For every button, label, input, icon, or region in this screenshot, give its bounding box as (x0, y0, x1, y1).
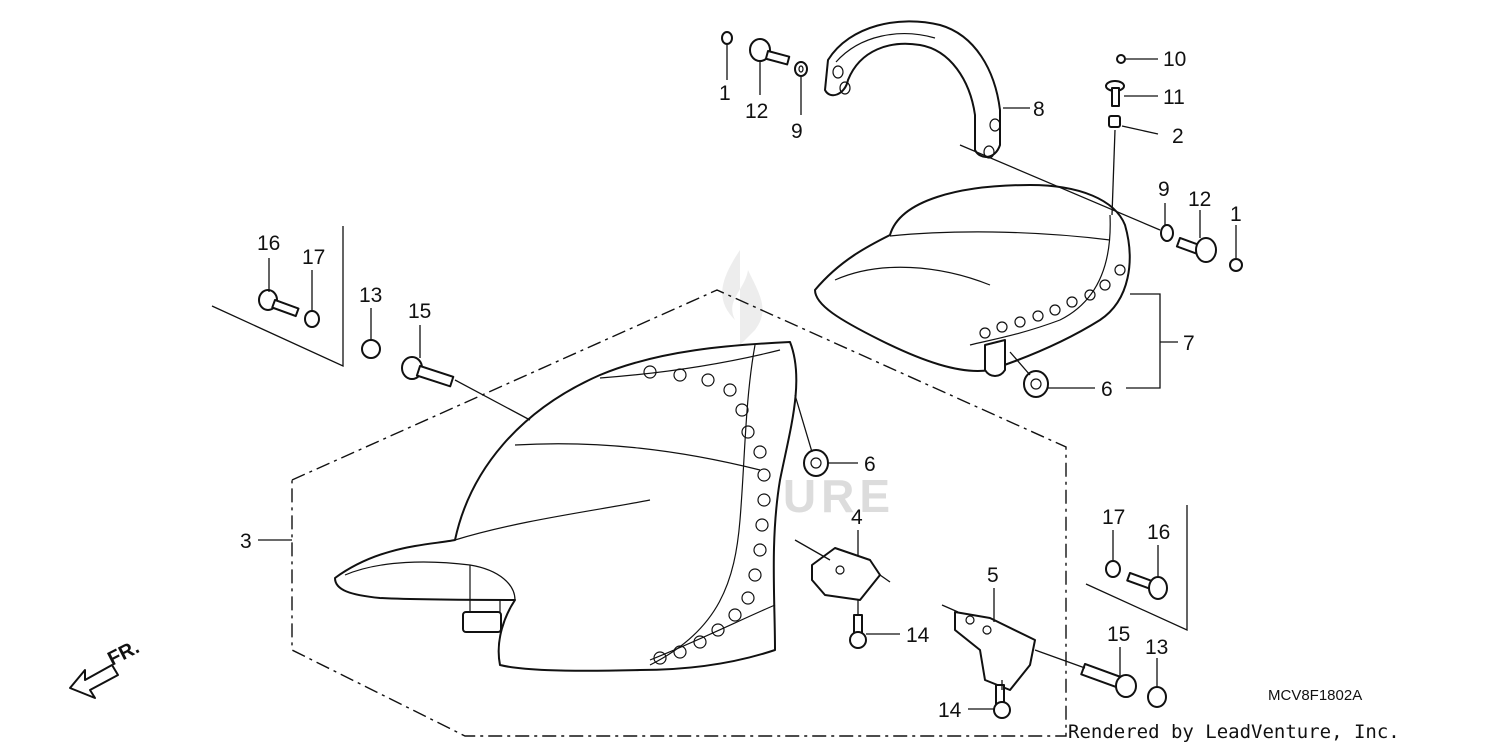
callout-2: 2 (1172, 125, 1184, 148)
fasteners (258, 31, 1243, 719)
callout-14: 14 (906, 624, 930, 647)
callout-8: 8 (1033, 98, 1045, 121)
credit-text: Rendered by LeadVenture, Inc. (1068, 721, 1400, 743)
callout-1: 1 (719, 82, 731, 105)
callout-13: 13 (1145, 636, 1168, 659)
bracket-right (1085, 505, 1188, 632)
leader-lines (258, 45, 1237, 710)
callout-15: 15 (1107, 623, 1130, 646)
diagram-code: MCV8F1802A (1268, 687, 1362, 704)
callout-9: 9 (1158, 178, 1170, 201)
callout-12: 12 (745, 100, 768, 123)
passenger-seat (814, 184, 1131, 377)
bracket-left (211, 226, 344, 368)
seat-stud-circles (643, 365, 771, 665)
callout-16: 16 (257, 232, 280, 255)
callout-1: 1 (1230, 203, 1242, 226)
callout-15: 15 (408, 300, 431, 323)
callout-3: 3 (240, 530, 252, 553)
callout-9: 9 (791, 120, 803, 143)
rider-seat (334, 341, 798, 672)
callout-6: 6 (864, 453, 876, 476)
front-direction-arrow-icon (69, 664, 119, 699)
callout-4: 4 (851, 506, 863, 529)
group-outline (291, 289, 1067, 737)
callout-11: 11 (1163, 86, 1185, 109)
callout-7: 7 (1183, 332, 1195, 355)
callout-6: 6 (1101, 378, 1113, 401)
callout-10: 10 (1163, 48, 1186, 71)
callout-16: 16 (1147, 521, 1170, 544)
callout-17: 17 (302, 246, 325, 269)
pillion-stud-circles (979, 264, 1126, 339)
callout-5: 5 (987, 564, 999, 587)
callout-12: 12 (1188, 188, 1211, 211)
callout-17: 17 (1102, 506, 1125, 529)
callouts: 1 12 9 8 10 11 2 9 12 1 7 6 6 16 17 13 1… (240, 48, 1242, 722)
grab-strap (824, 20, 1001, 159)
callout-14: 14 (938, 699, 962, 722)
callout-13: 13 (359, 284, 382, 307)
